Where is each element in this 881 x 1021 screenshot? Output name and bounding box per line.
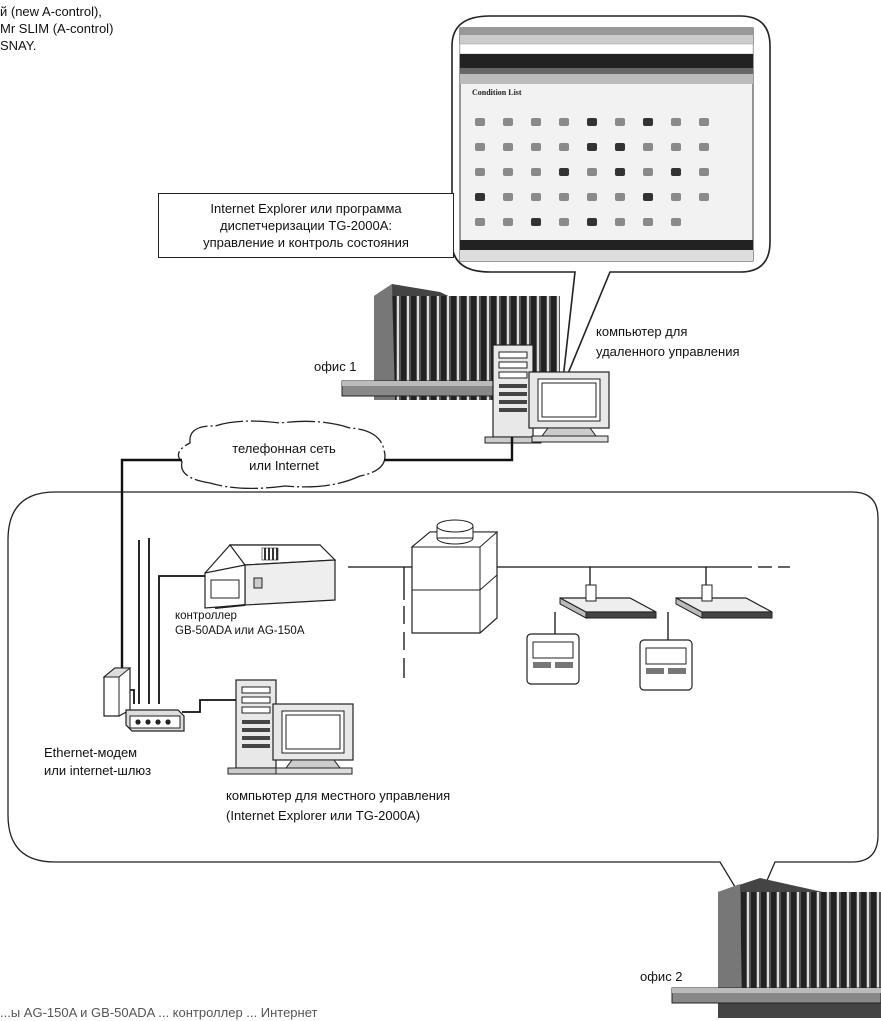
modem-label-line-2: или internet-шлюз bbox=[44, 763, 152, 778]
status-icon bbox=[615, 193, 625, 201]
status-icon bbox=[643, 193, 653, 201]
controller-label-line-1: контроллер bbox=[175, 610, 237, 622]
status-icon bbox=[671, 193, 681, 201]
browser-screenshot bbox=[459, 27, 754, 262]
remote-controller-2 bbox=[639, 639, 693, 691]
status-icon bbox=[699, 193, 709, 201]
top-note-line-1: й (new A-control), bbox=[0, 4, 102, 19]
status-icon bbox=[475, 118, 485, 126]
status-icon bbox=[699, 168, 709, 176]
callout-box: Internet Explorer или программа диспетче… bbox=[158, 193, 454, 258]
status-icon bbox=[587, 118, 597, 126]
status-icon bbox=[503, 118, 513, 126]
bottom-note: ...ы AG-150A и GB-50ADA ... контроллер .… bbox=[0, 1005, 318, 1020]
status-icon bbox=[475, 168, 485, 176]
status-icon bbox=[531, 218, 541, 226]
screen-title: Condition List bbox=[472, 88, 522, 97]
status-icon bbox=[503, 218, 513, 226]
modem-label: Ethernet-модем или internet-шлюз bbox=[44, 744, 151, 780]
office1-label: офис 1 bbox=[314, 359, 357, 374]
status-icon bbox=[503, 168, 513, 176]
top-note: й (new A-control), Mr SLIM (A-control) S… bbox=[0, 3, 113, 54]
ac-lines bbox=[348, 566, 790, 678]
status-icon bbox=[587, 193, 597, 201]
office2-label: офис 2 bbox=[640, 969, 683, 984]
office2-building bbox=[671, 878, 881, 1018]
status-icon bbox=[643, 118, 653, 126]
status-icon bbox=[503, 143, 513, 151]
local-pc-label-line-1: компьютер для местного управления bbox=[226, 788, 451, 803]
outdoor-unit bbox=[410, 519, 499, 634]
status-icon bbox=[531, 143, 541, 151]
status-icon bbox=[475, 218, 485, 226]
status-icon bbox=[559, 168, 569, 176]
callout-line-3: управление и контроль состояния bbox=[203, 235, 409, 250]
status-icon bbox=[503, 193, 513, 201]
status-icon bbox=[475, 143, 485, 151]
status-icon bbox=[531, 118, 541, 126]
local-pc-monitor bbox=[272, 703, 354, 775]
status-icon bbox=[615, 118, 625, 126]
remote-controller-1 bbox=[526, 633, 580, 685]
remote-pc-monitor bbox=[528, 371, 610, 443]
callout-line-2: диспетчеризации TG-2000A: bbox=[220, 218, 392, 233]
network-lines bbox=[120, 437, 514, 672]
status-icon bbox=[587, 218, 597, 226]
status-icon bbox=[587, 143, 597, 151]
status-icon bbox=[671, 168, 681, 176]
status-icon bbox=[531, 193, 541, 201]
local-pc-label-line-2: (Internet Explorer или TG-2000A) bbox=[226, 808, 421, 823]
status-icon bbox=[643, 143, 653, 151]
network-label-line-1: телефонная сеть bbox=[232, 441, 336, 456]
status-icon bbox=[615, 168, 625, 176]
modem-label-line-1: Ethernet-модем bbox=[44, 745, 138, 760]
network-label-line-2: или Internet bbox=[249, 458, 319, 473]
ethernet-hub bbox=[125, 709, 185, 732]
status-icon bbox=[559, 118, 569, 126]
remote-pc-label-line-1: компьютер для bbox=[596, 324, 688, 339]
status-icon bbox=[475, 193, 485, 201]
controller-label-line-2: GB-50ADA или AG-150A bbox=[175, 625, 305, 637]
remote-pc-label: компьютер для удаленного управления bbox=[596, 322, 740, 362]
status-icon bbox=[643, 168, 653, 176]
status-icon bbox=[587, 168, 597, 176]
local-pc-tower bbox=[227, 679, 285, 775]
top-note-line-3: SNAY. bbox=[0, 38, 37, 53]
status-icon bbox=[559, 193, 569, 201]
callout-line-1: Internet Explorer или программа bbox=[210, 201, 402, 216]
status-icon bbox=[643, 218, 653, 226]
status-icon bbox=[671, 218, 681, 226]
indoor-unit-1 bbox=[559, 584, 657, 619]
network-cloud bbox=[177, 420, 386, 490]
status-icon bbox=[671, 118, 681, 126]
status-icon bbox=[531, 168, 541, 176]
status-icon bbox=[615, 143, 625, 151]
status-icon bbox=[559, 218, 569, 226]
local-pc-label: компьютер для местного управления (Inter… bbox=[226, 786, 450, 826]
status-icon bbox=[615, 218, 625, 226]
controller-unit bbox=[204, 544, 337, 609]
status-icon bbox=[699, 143, 709, 151]
indoor-unit-2 bbox=[675, 584, 773, 619]
network-label: телефонная сеть или Internet bbox=[196, 440, 372, 474]
top-note-line-2: Mr SLIM (A-control) bbox=[0, 21, 114, 36]
status-icon bbox=[671, 143, 681, 151]
controller-label: контроллер GB-50ADA или AG-150A bbox=[175, 609, 305, 639]
remote-pc-label-line-2: удаленного управления bbox=[596, 344, 740, 359]
status-icon bbox=[699, 118, 709, 126]
status-icon bbox=[559, 143, 569, 151]
modem-device bbox=[102, 667, 132, 717]
